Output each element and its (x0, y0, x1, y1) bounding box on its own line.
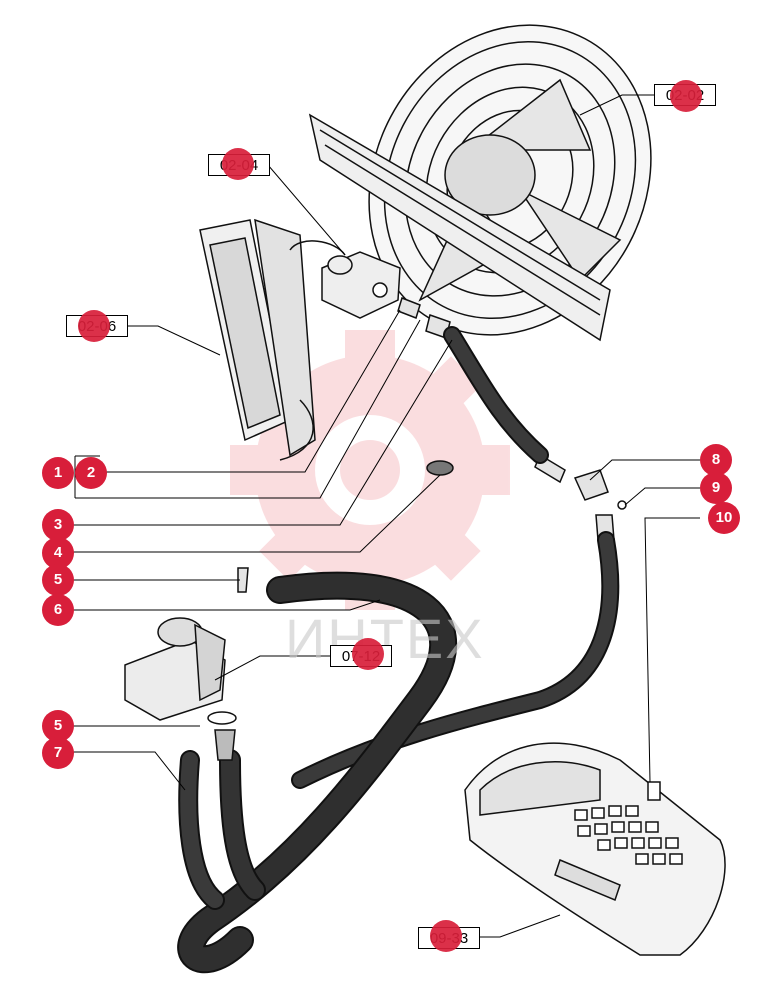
ref-marker-02-06[interactable] (78, 310, 110, 342)
ref-marker-02-02[interactable] (670, 80, 702, 112)
pump-motor (124, 617, 237, 761)
callout-2[interactable]: 2 (75, 457, 107, 489)
callout-4[interactable]: 4 (42, 537, 74, 569)
callout-9[interactable]: 9 (700, 472, 732, 504)
valve-body (321, 251, 401, 319)
ref-marker-07-12[interactable] (352, 638, 384, 670)
ref-marker-02-04[interactable] (222, 148, 254, 180)
callout-8[interactable]: 8 (700, 444, 732, 476)
callout-7[interactable]: 7 (42, 737, 74, 769)
heat-exchanger (199, 218, 346, 461)
callout-10[interactable]: 10 (708, 502, 740, 534)
hoses (177, 326, 620, 974)
callout-5-bottom[interactable]: 5 (42, 710, 74, 742)
callout-5-top[interactable]: 5 (42, 564, 74, 596)
fan-assembly (308, 24, 652, 342)
callout-1[interactable]: 1 (42, 457, 74, 489)
controller-housing (464, 742, 726, 956)
callout-6[interactable]: 6 (42, 594, 74, 626)
ref-marker-09-33[interactable] (430, 920, 462, 952)
callout-3[interactable]: 3 (42, 509, 74, 541)
